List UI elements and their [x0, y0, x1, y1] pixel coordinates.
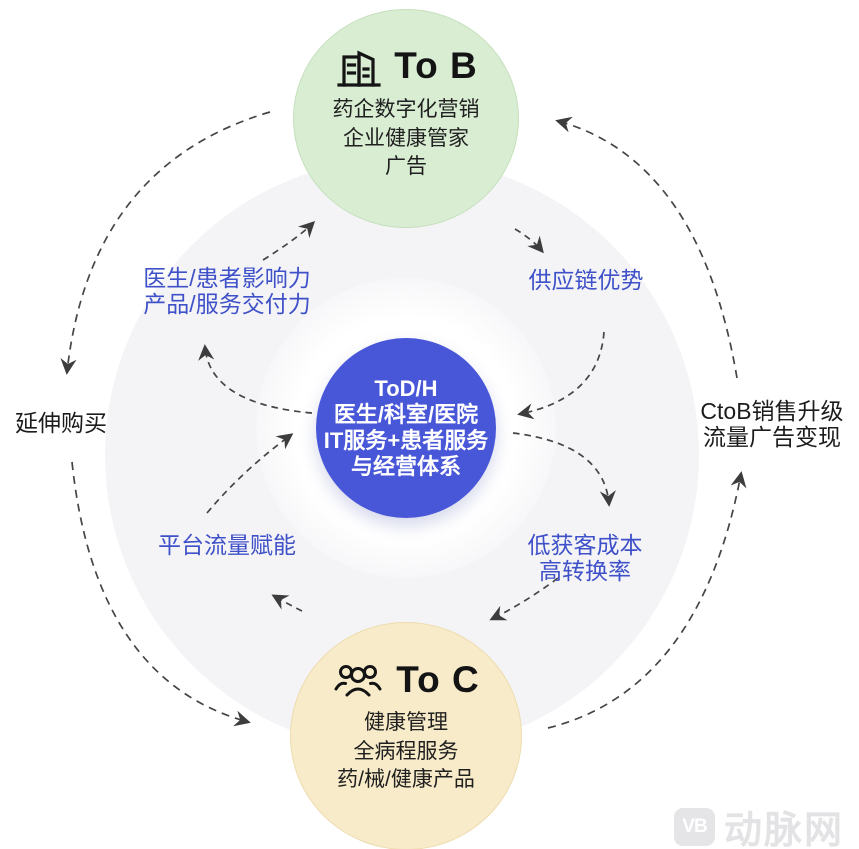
to-b-title: To B	[334, 44, 477, 88]
label-line: 流量广告变现	[702, 424, 841, 450]
watermark-text: 动脉网	[724, 810, 845, 849]
building-icon	[334, 44, 382, 88]
center-line: 与经营体系	[350, 454, 461, 479]
label-bottom-right: 低获客成本 高转换率	[528, 532, 643, 584]
to-b-lines: 药企数字化营销 企业健康管家 广告	[333, 96, 480, 182]
label-line: 高转换率	[539, 558, 631, 584]
label-left: 延伸购买	[15, 410, 107, 436]
label-top-left: 医生/患者影响力 产品/服务交付力	[143, 265, 310, 317]
label-line: 产品/服务交付力	[143, 291, 311, 317]
to-b-label: To B	[394, 45, 478, 86]
center-line: ToD/H	[374, 376, 438, 401]
label-bottom-left: 平台流量赋能	[158, 532, 296, 558]
label-top-right: 供应链优势	[529, 267, 644, 293]
node-to-b: To B 药企数字化营销 企业健康管家 广告	[293, 9, 519, 228]
to-b-line: 广告	[385, 155, 427, 178]
center-lines: ToD/H 医生/科室/医院 IT服务+患者服务 与经营体系	[324, 376, 488, 480]
to-c-line: 健康管理	[363, 711, 448, 734]
node-to-c: To C 健康管理 全病程服务 药/械/健康产品	[290, 622, 522, 849]
to-b-line: 药企数字化营销	[332, 98, 480, 121]
label-right: CtoB销售升级 流量广告变现	[700, 398, 843, 450]
watermark: VB 动脉网	[674, 799, 844, 849]
label-line: 平台流量赋能	[158, 532, 296, 558]
label-line: 供应链优势	[528, 267, 644, 293]
to-c-title: To C	[332, 659, 479, 701]
to-c-line: 全病程服务	[353, 739, 459, 763]
label-line: 低获客成本	[527, 532, 643, 558]
label-line: 延伸购买	[15, 410, 107, 436]
to-b-line: 企业健康管家	[343, 126, 469, 150]
center-line: 医生/科室/医院	[333, 402, 479, 427]
to-c-line: 药/械/健康产品	[337, 768, 475, 791]
label-line: CtoB销售升级	[700, 398, 844, 424]
center-line: IT服务+患者服务	[323, 428, 489, 453]
to-c-lines: 健康管理 全病程服务 药/械/健康产品	[337, 709, 475, 795]
label-line: 医生/患者影响力	[143, 265, 311, 291]
to-c-label: To C	[396, 659, 480, 700]
vb-logo-icon: VB	[674, 807, 715, 846]
node-center-tod-h: ToD/H 医生/科室/医院 IT服务+患者服务 与经营体系	[316, 338, 496, 518]
people-icon	[332, 659, 384, 701]
